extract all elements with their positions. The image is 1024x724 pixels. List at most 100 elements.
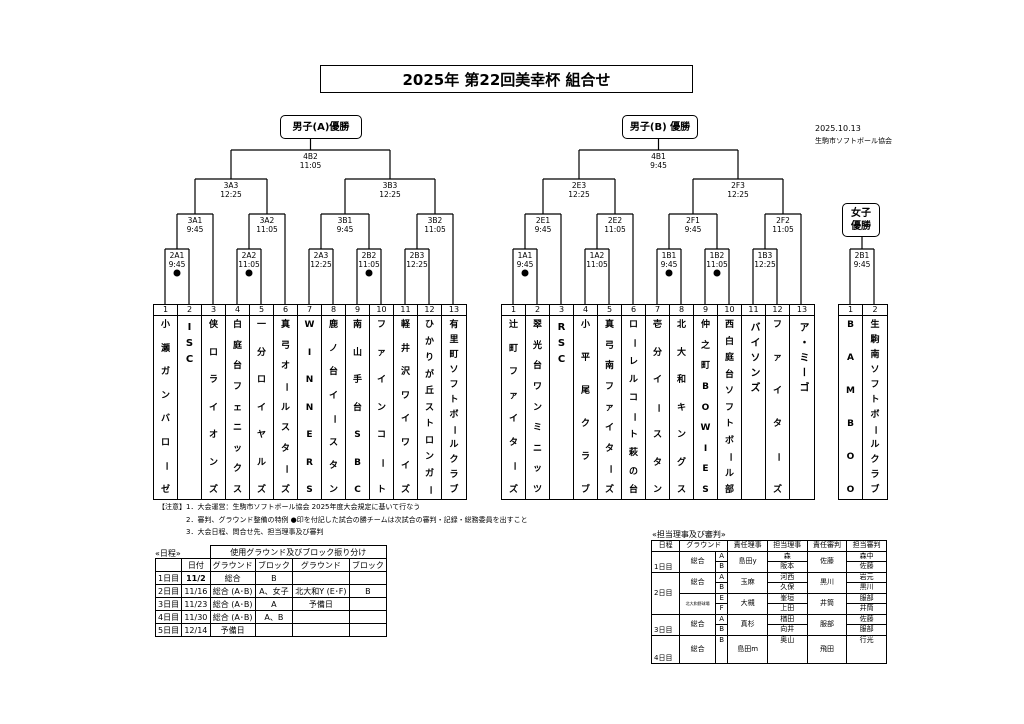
match-time: 11:05 (256, 225, 278, 234)
team-number: 3 (202, 305, 225, 316)
ref-director: 久保 (766, 582, 808, 594)
schedule-cell: 11/2 (181, 571, 211, 585)
schedule-cell: 3日目 (154, 597, 183, 611)
schedule-cell: 11/30 (181, 610, 211, 624)
team-number: 12 (766, 305, 789, 316)
match-time: 9:45 (187, 225, 204, 234)
ref-director: 阪本 (766, 561, 808, 573)
schedule-cell: A、B (254, 610, 294, 624)
team-number: 6 (274, 305, 297, 316)
match-code: 3B3 (383, 181, 398, 190)
team-number: 1 (154, 305, 177, 316)
ref-header: グラウンド (679, 540, 729, 552)
match-time: 12:25 (406, 260, 428, 269)
team-number: 11 (742, 305, 765, 316)
team-number: 10 (370, 305, 393, 316)
team-number: 13 (790, 305, 814, 316)
match-time: 11:05 (604, 225, 626, 234)
ref-ground: 総合 (679, 613, 717, 636)
team-name: ファイターズ (772, 320, 783, 495)
champion-a-box: 男子(A)優勝 (280, 115, 362, 139)
ref-block: B (715, 624, 729, 636)
team-name: 真弓南ファイターズ (604, 320, 615, 495)
ref-chief-director: 大槻 (727, 592, 768, 615)
team-number: 9 (346, 305, 369, 316)
team-name: ア・ミーゴ (797, 322, 808, 397)
match-time: 11:05 (238, 260, 260, 269)
schedule-cell: 北大和Y (E･F) (292, 584, 350, 598)
ref-header: 担当理事 (766, 540, 808, 552)
ref-umpire: 行光 (846, 634, 887, 664)
match-code: 3A1 (188, 216, 203, 225)
team-name: 生駒南ソフトボールクラブ (869, 320, 880, 495)
team-number: 8 (322, 305, 345, 316)
team-name: 壱分イースタン (652, 320, 663, 495)
team-number: 5 (250, 305, 273, 316)
team-name: 鹿ノ台イースタン (328, 320, 339, 495)
team-name: 辻町ファイターズ (508, 320, 519, 495)
schedule-cell (292, 623, 350, 637)
team-number: 11 (394, 305, 417, 316)
match-code: 1A1 (518, 251, 533, 260)
team-column: 11 軽井沢ワイワイズ (394, 305, 418, 499)
team-number: 2 (863, 305, 887, 316)
referees-table: 日程 グラウンド 責任理事 担当理事 責任審判 担当審判 1日目 総合 A 島田… (650, 540, 887, 664)
ref-director: 上田 (766, 603, 808, 615)
schedule-cell: 予備日 (209, 623, 256, 637)
organizer: 生駒市ソフトボール協会 (815, 137, 892, 145)
match-code: 2F3 (731, 181, 745, 190)
ref-header: 責任理事 (727, 540, 768, 552)
match-time: 12:25 (754, 260, 776, 269)
team-column: 2 生駒南ソフトボールクラブ (863, 305, 887, 499)
ref-director: 森 (766, 550, 808, 562)
ref-block: B (715, 582, 729, 594)
ref-day: 2日目 (650, 571, 681, 615)
team-name: ひかりが丘ストロンガー (424, 320, 435, 495)
referees-title: «担当理事及び審判» (652, 530, 726, 539)
team-column: 3 侠ロライオンズ (202, 305, 226, 499)
team-name: 西白庭台ソフトボール部 (724, 320, 735, 495)
schedule-cell: 1日目 (154, 571, 183, 585)
team-number: 7 (298, 305, 321, 316)
schedule-cell: 総合 (A･B) (209, 610, 256, 624)
page-title: 2025年 第22回美幸杯 組合せ (320, 65, 693, 93)
ref-header: 担当審判 (846, 540, 887, 552)
match-time: 11:05 (586, 260, 608, 269)
referee-duty-dot-icon (665, 269, 673, 277)
ref-chief-umpire: 服部 (806, 613, 848, 636)
ref-director: 向井 (766, 624, 808, 636)
match-code: 3A2 (260, 216, 275, 225)
ref-umpire: 森中 (846, 550, 887, 562)
referee-duty-dot-icon (521, 269, 529, 277)
team-column: 8 鹿ノ台イースタン (322, 305, 346, 499)
match-code: 2B2 (362, 251, 377, 260)
match-time: 12:25 (310, 260, 332, 269)
ref-ground: 総合 (679, 634, 717, 664)
team-name: 侠ロライオンズ (208, 320, 218, 495)
team-number: 3 (550, 305, 573, 316)
team-name: 軽井沢ワイワイズ (400, 320, 410, 495)
schedule-cell: B (348, 584, 388, 598)
match-code: 1A2 (590, 251, 605, 260)
ref-director: 峯垣 (766, 592, 808, 604)
match-code: 1B1 (662, 251, 677, 260)
ref-umpire: 服部 (846, 624, 887, 636)
schedule-cell (348, 571, 388, 585)
ref-ground: 北大和野球場 (679, 592, 717, 615)
match-code: 4B2 (303, 152, 318, 161)
champion-b-box: 男子(B) 優勝 (622, 115, 698, 139)
match-time: 11:05 (358, 260, 380, 269)
